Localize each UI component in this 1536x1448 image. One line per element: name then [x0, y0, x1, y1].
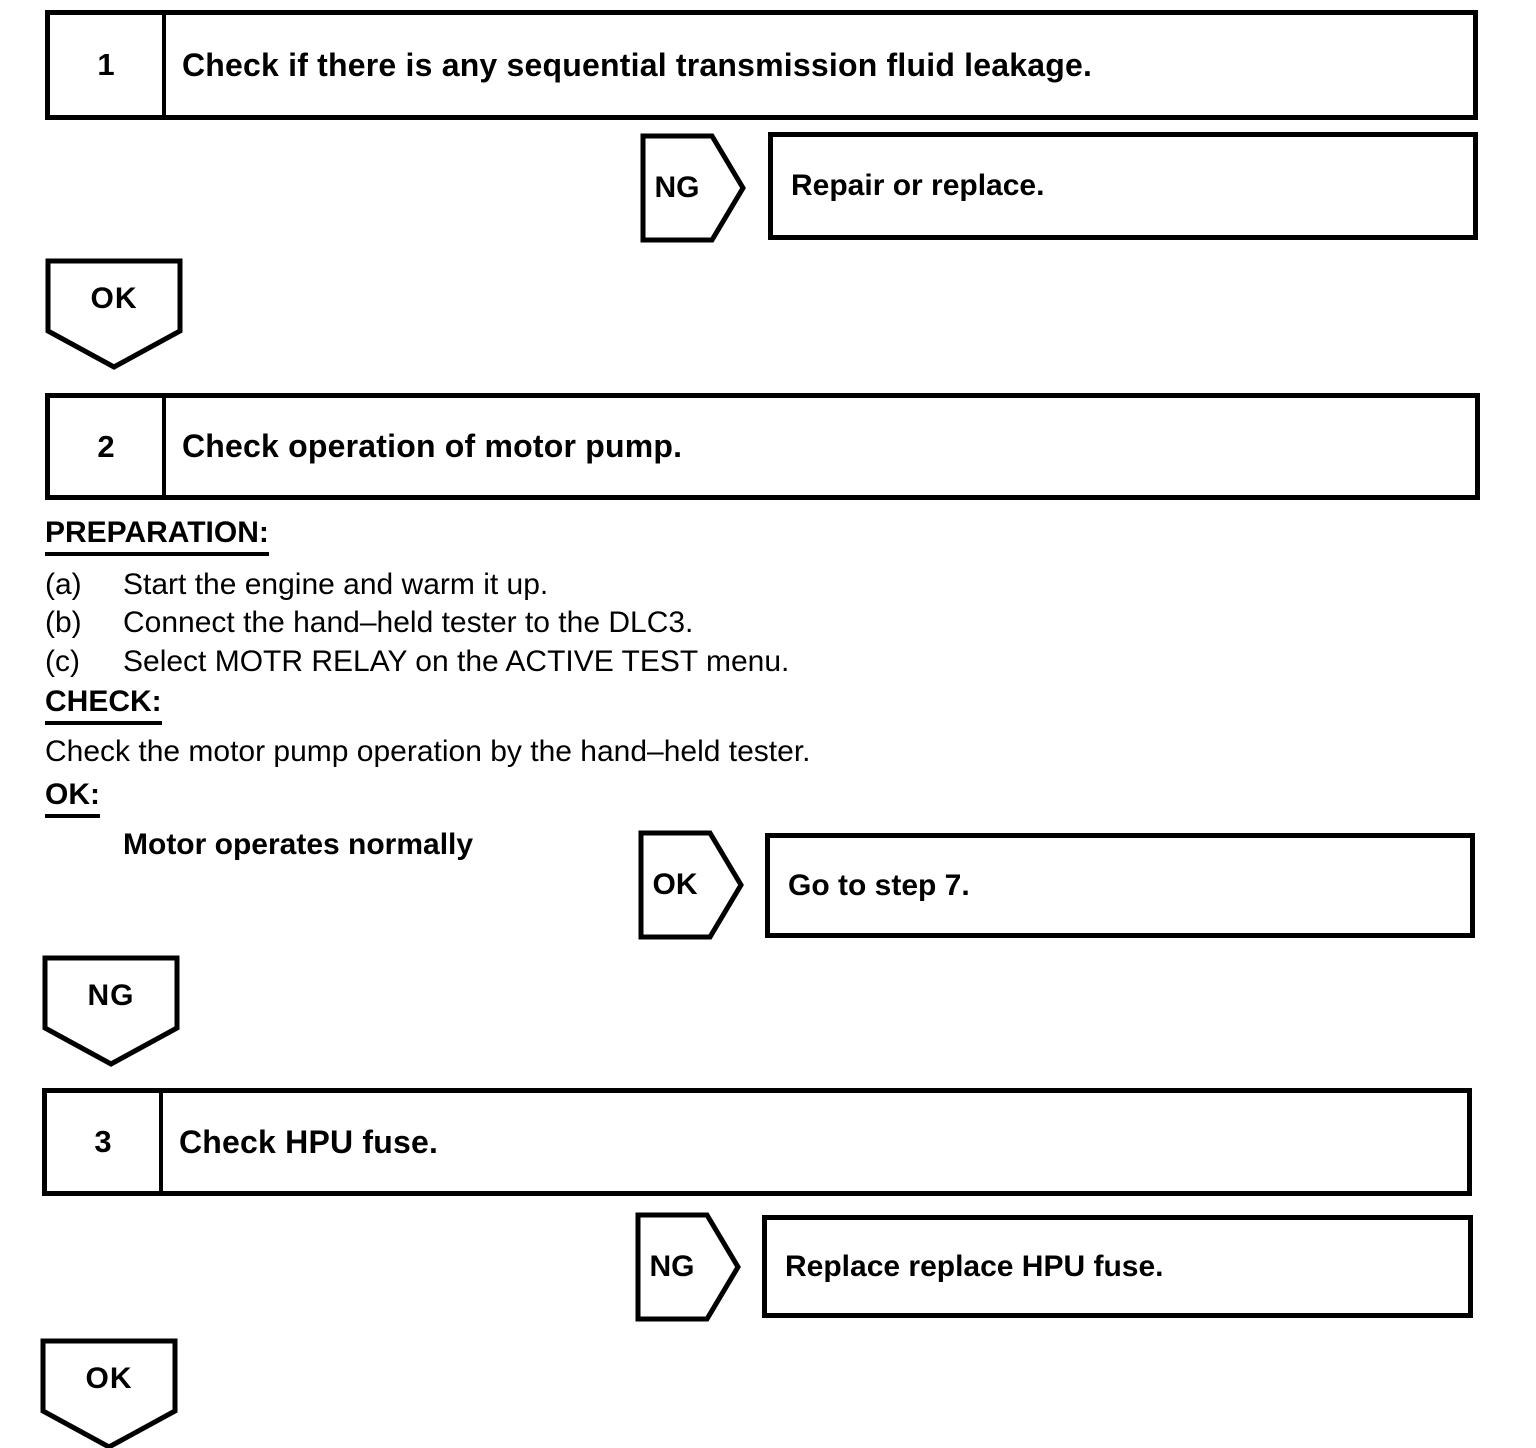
step-1-title: Check if there is any sequential transmi… — [182, 46, 1093, 83]
ok-continue-marker-1: OK — [45, 258, 183, 370]
step-3-box: 3 Check HPU fuse. — [42, 1088, 1472, 1196]
result-box-repair-or-replace: Repair or replace. — [768, 132, 1478, 240]
ng-branch-tag-1: NG — [640, 133, 746, 243]
ok-continue-marker-2: OK — [40, 1338, 178, 1448]
preparation-item-b-text: Connect the hand–held tester to the DLC3… — [123, 606, 694, 640]
ok-heading: OK: — [45, 778, 100, 818]
step-3-title: Check HPU fuse. — [179, 1123, 439, 1160]
preparation-item-b: (b) Connect the hand–held tester to the … — [45, 604, 1045, 642]
ok-branch-tag: OK — [638, 830, 744, 940]
right-pentagon-shape — [635, 1212, 741, 1322]
preparation-item-c-label: (c) — [45, 644, 80, 678]
ng-branch-tag-1-label: NG — [654, 171, 700, 204]
ng-continue-marker: NG — [42, 955, 180, 1067]
step-2-number: 2 — [50, 398, 166, 495]
ok-continue-marker-2-label: OK — [85, 1362, 133, 1395]
down-pentagon-shape — [42, 955, 180, 1067]
result-box-go-to-step-7: Go to step 7. — [765, 833, 1475, 938]
step-2-title: Check operation of motor pump. — [182, 428, 683, 464]
ok-continue-marker-1-label: OK — [90, 282, 138, 315]
right-pentagon-shape — [638, 830, 744, 940]
ok-criterion-text: Motor operates normally — [123, 827, 474, 861]
ng-branch-tag-2-label: NG — [649, 1250, 695, 1283]
right-pentagon-shape — [640, 133, 746, 243]
ng-continue-marker-label: NG — [87, 979, 135, 1012]
step-2-details: PREPARATION: (a) Start the engine and wa… — [45, 516, 1045, 862]
ok-branch-tag-label: OK — [652, 868, 698, 901]
preparation-item-a: (a) Start the engine and warm it up. — [45, 566, 1045, 604]
preparation-item-c: (c) Select MOTR RELAY on the ACTIVE TEST… — [45, 643, 1045, 681]
result-box-replace-hpu-fuse: Replace replace HPU fuse. — [762, 1215, 1473, 1318]
check-heading: CHECK: — [45, 685, 162, 726]
preparation-item-a-label: (a) — [45, 568, 82, 601]
preparation-heading: PREPARATION: — [45, 516, 269, 556]
down-pentagon-shape — [40, 1338, 178, 1448]
check-text: Check the motor pump operation by the ha… — [45, 735, 811, 769]
step-1-number: 1 — [50, 15, 166, 115]
step-3-number: 3 — [47, 1093, 163, 1191]
down-pentagon-shape — [45, 258, 183, 370]
preparation-item-b-label: (b) — [45, 606, 82, 640]
step-2-box: 2 Check operation of motor pump. — [45, 393, 1480, 500]
preparation-item-a-text: Start the engine and warm it up. — [123, 568, 549, 601]
preparation-item-c-text: Select MOTR RELAY on the ACTIVE TEST men… — [123, 644, 790, 678]
step-1-box: 1 Check if there is any sequential trans… — [45, 10, 1478, 120]
ng-branch-tag-2: NG — [635, 1212, 741, 1322]
